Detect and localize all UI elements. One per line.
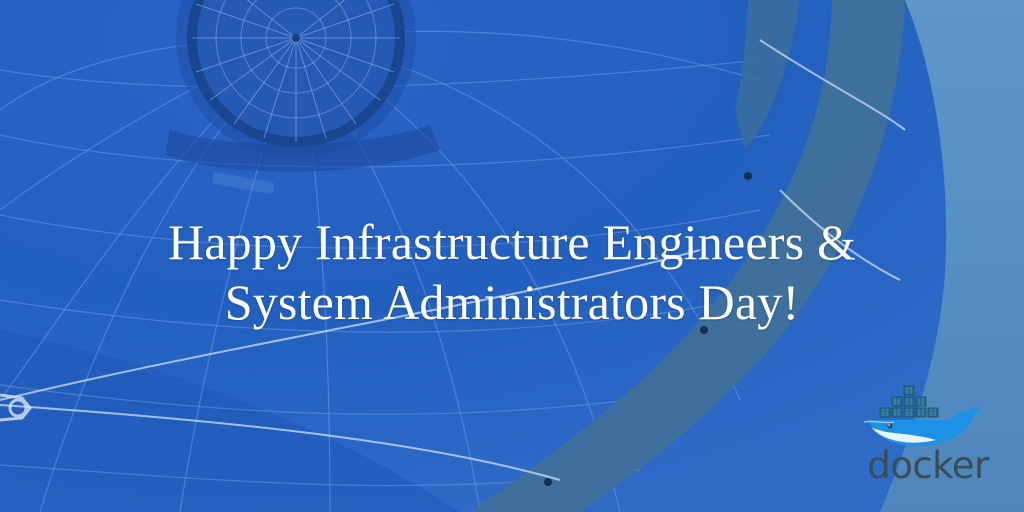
docker-wordmark: docker (867, 444, 989, 487)
docker-logo: docker (858, 384, 998, 502)
balloon-crown (176, 0, 416, 158)
headline: Happy Infrastructure Engineers & System … (0, 212, 1024, 332)
headline-line-2: System Administrators Day! (224, 274, 800, 330)
docker-whale-icon (864, 385, 982, 447)
headline-line-1: Happy Infrastructure Engineers & (167, 214, 857, 270)
